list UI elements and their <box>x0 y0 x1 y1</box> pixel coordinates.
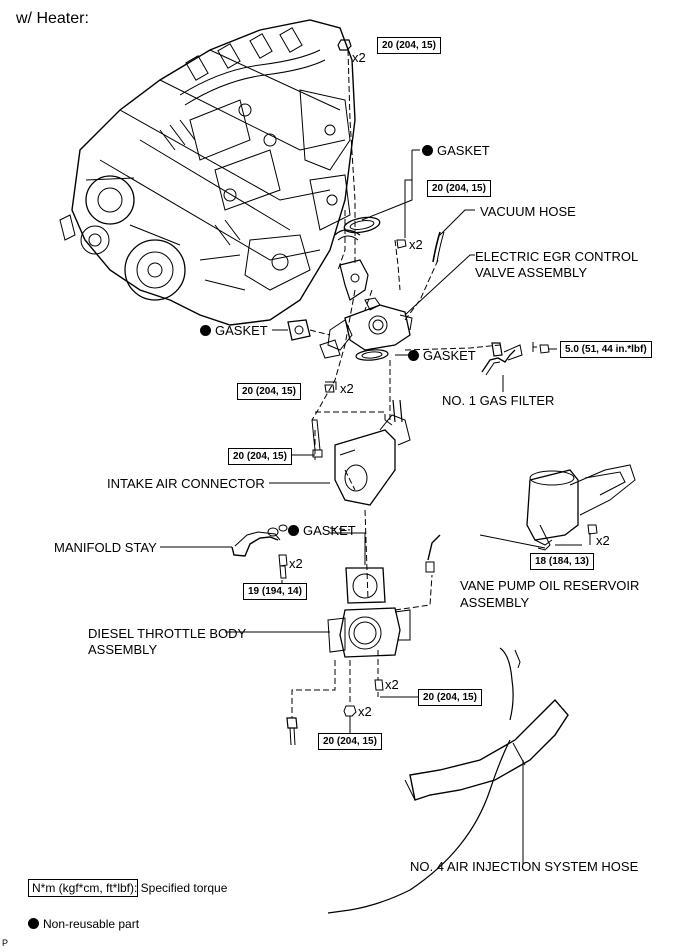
gasket-label-left: GASKET <box>200 323 268 338</box>
legend-torque-unit: N*m (kgf*cm, ft*lbf) <box>28 879 139 897</box>
gasket-label-text: GASKET <box>423 348 476 363</box>
torque-spec: 20 (204, 15) <box>318 733 382 750</box>
gas-filter-shape <box>481 342 557 376</box>
egr-valve-shape <box>319 304 413 359</box>
egr-valve-label-line1: ELECTRIC EGR CONTROL <box>475 249 639 264</box>
gasket-label-text: GASKET <box>303 523 356 538</box>
vane-pump-label-line2: ASSEMBLY <box>460 595 530 610</box>
gasket-label-top: GASKET <box>422 143 490 158</box>
quantity-label: x2 <box>385 677 399 692</box>
non-reusable-icon <box>200 325 211 336</box>
non-reusable-icon <box>28 918 39 929</box>
vane-pump-shape <box>526 464 636 551</box>
non-reusable-icon <box>288 525 299 536</box>
egr-valve-label-line2: VALVE ASSEMBLY <box>475 265 587 280</box>
throttle-body-label-line1: DIESEL THROTTLE BODY <box>88 626 247 641</box>
vane-pump-label-line1: VANE PUMP OIL RESERVOIR <box>460 578 640 593</box>
quantity-label: x2 <box>409 237 423 252</box>
legend-non-reusable-text: Non-reusable part <box>43 917 140 931</box>
gasket-label-throttle: GASKET <box>288 523 356 538</box>
torque-spec: 18 (184, 13) <box>530 553 594 570</box>
legend-torque-text: : Specified torque <box>134 881 228 895</box>
gas-filter-label: NO. 1 GAS FILTER <box>442 393 555 408</box>
gasket-label-mid: GASKET <box>408 348 476 363</box>
quantity-label: x2 <box>358 704 372 719</box>
manifold-stay-label: MANIFOLD STAY <box>54 540 157 555</box>
quantity-label: x2 <box>596 533 610 548</box>
quantity-label: x2 <box>289 556 303 571</box>
intake-air-connector-shape <box>334 399 411 506</box>
torque-spec: 20 (204, 15) <box>427 180 491 197</box>
throttle-body-label-line2: ASSEMBLY <box>88 642 158 657</box>
torque-spec: 5.0 (51, 44 in.*lbf) <box>560 341 652 358</box>
gasket-label-text: GASKET <box>215 323 268 338</box>
torque-spec: 20 (204, 15) <box>228 448 292 465</box>
intake-air-connector-label: INTAKE AIR CONNECTOR <box>107 476 265 491</box>
torque-spec: 20 (204, 15) <box>237 383 301 400</box>
non-reusable-icon <box>408 350 419 361</box>
diagram-title: w/ Heater: <box>16 10 89 27</box>
torque-spec: 20 (204, 15) <box>418 689 482 706</box>
corner-mark: P <box>2 938 9 948</box>
quantity-label: x2 <box>352 50 366 65</box>
quantity-label: x2 <box>340 381 354 396</box>
torque-spec: 19 (194, 14) <box>243 583 307 600</box>
manifold-stay-shape <box>231 524 288 557</box>
throttle-body-shape <box>327 607 411 658</box>
gasket-label-text: GASKET <box>437 143 490 158</box>
non-reusable-icon <box>422 145 433 156</box>
torque-spec: 20 (204, 15) <box>377 37 441 54</box>
air-injection-hose-label: NO. 4 AIR INJECTION SYSTEM HOSE <box>410 859 639 874</box>
throttle-gasket-shape <box>345 567 386 604</box>
engine-illustration <box>59 19 356 326</box>
legend-non-reusable: Non-reusable part <box>28 917 139 931</box>
vacuum-hose-label: VACUUM HOSE <box>480 204 576 219</box>
